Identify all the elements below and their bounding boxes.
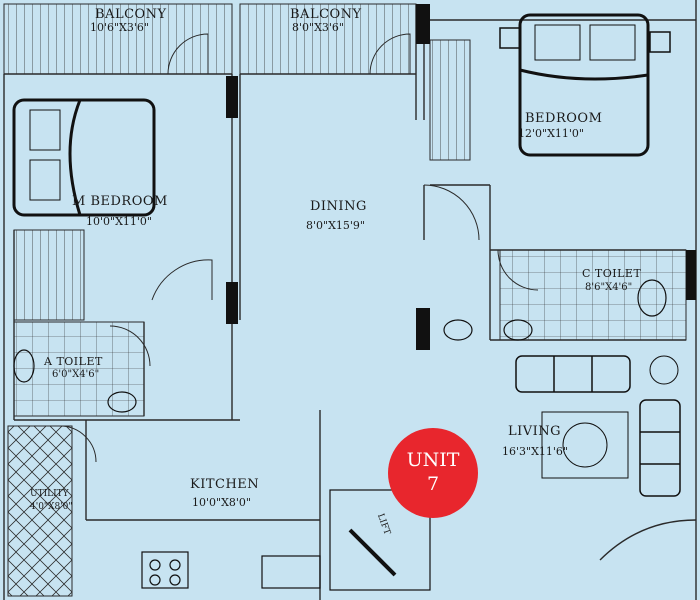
unit-label: UNIT	[406, 449, 460, 472]
kitchen-dim: 10'0"X8'0"	[192, 496, 251, 509]
a-toilet-dim: 6'0"X4'6"	[52, 369, 100, 380]
bedroom-name: BEDROOM	[525, 111, 603, 126]
balcony-1-name: BALCONY	[95, 7, 167, 22]
unit-number: 7	[426, 473, 440, 495]
living-name: LIVING	[508, 424, 562, 439]
balcony-1-dim: 10'6"X3'6"	[90, 21, 149, 34]
sofa-set	[515, 355, 681, 497]
a-toilet-name: A TOILET	[44, 355, 103, 368]
balcony-3-area	[429, 39, 471, 161]
c-toilet-dim: 8'6"X4'6"	[585, 282, 633, 293]
balcony-1-area	[3, 3, 233, 75]
wall-blocks	[226, 4, 696, 350]
kitchen-counter	[141, 551, 321, 589]
utility-floor	[7, 425, 73, 597]
living-dim: 16'3"X11'6"	[502, 445, 568, 458]
balcony-2-dim: 8'0"X3'6"	[292, 21, 344, 34]
m-bedroom-dim: 10'0"X11'0"	[86, 215, 152, 228]
dining-dim: 8'0"X15'9"	[306, 219, 365, 232]
kitchen-name: KITCHEN	[190, 477, 260, 492]
unit-badge: UNIT 7	[388, 428, 478, 518]
c-toilet-name: C TOILET	[582, 267, 642, 280]
c-toilet-tiles	[499, 249, 687, 341]
sanitary-fixtures	[13, 279, 667, 413]
utility-name: UTILITY	[30, 489, 69, 499]
doors	[59, 33, 539, 463]
bedroom-dim: 12'0"X11'0"	[518, 127, 584, 140]
lift-shaft	[329, 489, 431, 591]
dining-name: DINING	[310, 199, 367, 214]
m-bedroom-bed	[12, 98, 156, 217]
balcony-2-name: BALCONY	[290, 7, 362, 22]
utility-dim: 4'0"X8'0"	[30, 502, 73, 512]
wardrobe-hatch	[13, 229, 85, 321]
bedroom-bed	[499, 13, 671, 157]
m-bedroom-name: M BEDROOM	[72, 194, 168, 209]
